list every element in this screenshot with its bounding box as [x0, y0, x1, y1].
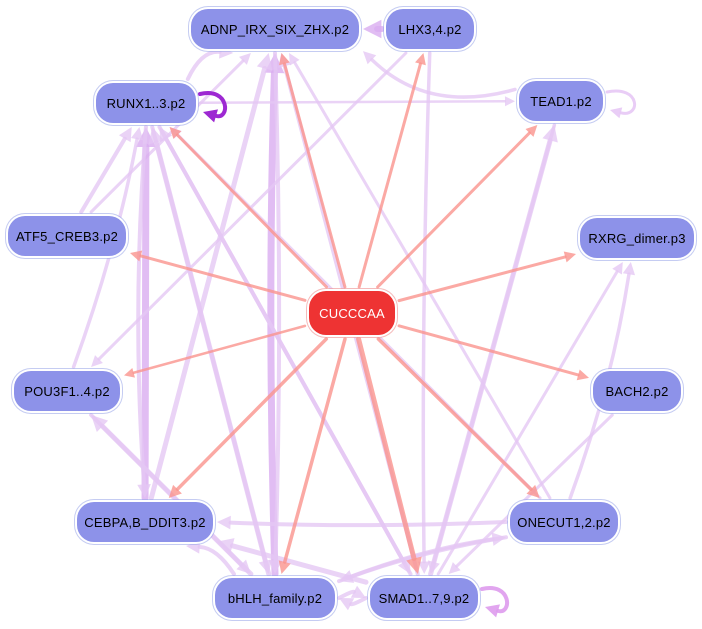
edge-motif-smad [356, 336, 417, 561]
arrowhead-icon [491, 532, 506, 546]
arrowhead-icon [363, 19, 382, 39]
graph-node-atf5[interactable]: ATF5_CREB3.p2 [8, 216, 126, 256]
edge-tead-smad [432, 123, 557, 564]
graph-node-tead[interactable]: TEAD1.p2 [519, 81, 603, 121]
arrowhead-icon [576, 369, 589, 381]
edge-smad-rxrg [436, 270, 619, 576]
arrowhead-icon [278, 560, 291, 574]
motif-node-motif[interactable]: CUCCCAA [309, 291, 395, 335]
arrowhead-icon [289, 53, 300, 66]
edge-motif-runx [175, 133, 328, 289]
graph-node-runx[interactable]: RUNX1..3.p2 [96, 83, 196, 123]
edge-tead-adnp [370, 58, 517, 99]
edge-cebpa-adnp [148, 65, 268, 501]
edge-runx-bhlh [150, 125, 268, 563]
graph-node-cebpa[interactable]: CEBPA,B_DDIT3.p2 [77, 502, 213, 542]
edge-runx-tead [198, 100, 507, 104]
arrowhead-icon [130, 250, 143, 262]
arrowhead-icon [417, 561, 431, 574]
arrowhead-icon [268, 560, 283, 574]
edge-motif-rxrg [397, 255, 567, 303]
self-loop-smad [480, 586, 509, 613]
edge-lhx-smad [421, 51, 432, 564]
edge-motif-bhlh [282, 337, 347, 564]
arrowhead-icon [448, 562, 461, 574]
arrowhead-icon [622, 262, 636, 276]
arrowhead-icon [91, 355, 103, 367]
edge-motif-onecut [376, 337, 533, 492]
edge-onecut-bhlh [349, 535, 508, 579]
arrowhead-icon [526, 484, 540, 498]
edge-runx-cebpa [136, 125, 148, 487]
arrowhead-icon [504, 96, 515, 107]
edge-motif-bach2 [397, 324, 580, 377]
edge-bhlh-pou3f [99, 423, 254, 577]
edge-motif-lhx [357, 62, 422, 289]
arrowhead-icon [525, 125, 538, 137]
graph-node-adnp[interactable]: ADNP_IRX_SIX_ZHX.p2 [191, 9, 359, 49]
arrowhead-icon [563, 251, 576, 263]
arrowhead-icon [168, 484, 182, 498]
edge-runx-adnp [185, 49, 222, 81]
arrowhead-icon [203, 109, 218, 123]
arrowhead-icon [124, 367, 135, 378]
edge-adnp-bhlh [273, 51, 282, 563]
edge-bhlh-smad [337, 589, 356, 600]
arrowhead-icon [397, 558, 411, 574]
edge-bhlh-adnp [267, 69, 279, 578]
arrowhead-icon [350, 585, 366, 598]
self-loop-tead [605, 89, 636, 115]
edge-bhlh-onecut [337, 537, 495, 584]
arrowhead-icon [217, 515, 231, 530]
arrowhead-icon [256, 53, 273, 71]
arrowhead-icon [415, 53, 426, 66]
edge-onecut-cebpa [228, 520, 508, 528]
graph-node-bhlh[interactable]: bHLH_family.p2 [215, 578, 335, 618]
self-loop-runx [198, 91, 227, 118]
arrowhead-icon [406, 556, 422, 574]
arrowhead-icon [169, 127, 182, 139]
arrowhead-icon [610, 107, 623, 119]
graph-node-smad[interactable]: SMAD1..7,9.p2 [370, 578, 478, 618]
arrowhead-icon [485, 604, 500, 618]
arrowhead-icon [137, 483, 151, 498]
arrowhead-icon [339, 598, 355, 611]
arrowhead-icon [238, 53, 251, 65]
edge-runx-smad [157, 125, 406, 565]
arrowhead-icon [258, 559, 272, 574]
graph-node-bach2[interactable]: BACH2.p2 [593, 371, 681, 411]
edge-bhlh-cebpa [197, 544, 236, 576]
edge-motif-pou3f [132, 324, 307, 375]
graph-node-pou3f[interactable]: POU3F1..4.p2 [14, 371, 120, 411]
arrowhead-icon [363, 51, 377, 65]
arrowhead-icon [91, 415, 109, 432]
edge-motif-atf5 [139, 254, 307, 302]
edge-motif-adnp [282, 62, 347, 289]
arrowhead-icon [118, 127, 132, 143]
edge-smad-bhlh [349, 596, 368, 607]
arrowhead-icon [186, 540, 201, 554]
edge-onecut-adnp [293, 61, 552, 500]
arrowhead-icon [131, 127, 144, 141]
arrowhead-icon [427, 560, 440, 574]
edge-motif-tead [376, 131, 531, 289]
graph-node-onecut[interactable]: ONECUT1,2.p2 [510, 502, 618, 542]
edge-motif-cebpa [175, 337, 328, 491]
arrowhead-icon [612, 262, 623, 275]
edge-cebpa-runx [141, 143, 150, 502]
graph-node-lhx[interactable]: LHX3,4.p2 [386, 9, 474, 49]
arrowhead-icon [279, 53, 290, 66]
edge-atf5-runx [79, 136, 127, 214]
graph-node-rxrg[interactable]: RXRG_dimer.p3 [580, 218, 694, 258]
